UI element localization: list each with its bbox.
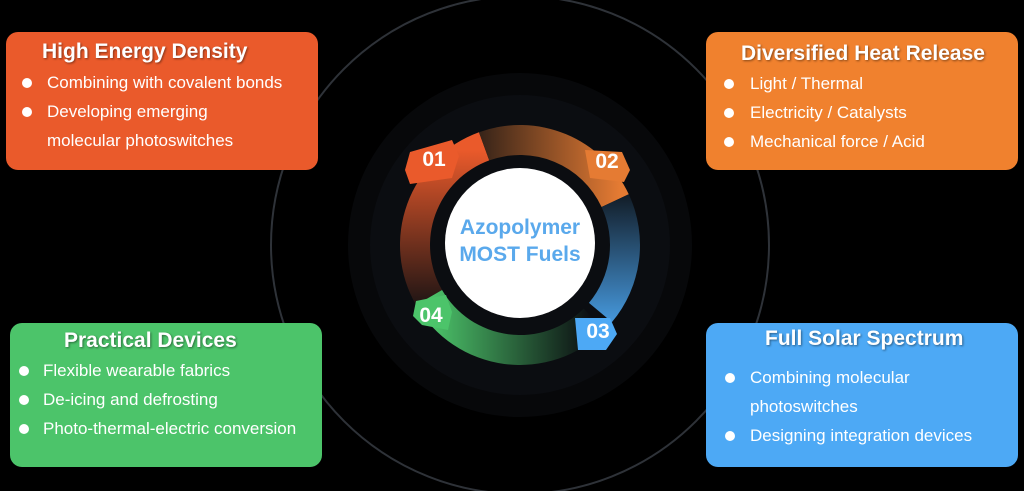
card-title: Practical Devices: [64, 329, 237, 352]
bullet-item: Combining with covalent bonds: [6, 68, 318, 97]
card-practical-devices: Practical Devices Flexible wearable fabr…: [10, 323, 322, 467]
bullet-item: Flexible wearable fabrics: [10, 356, 322, 385]
center-title-line1: Azopolymer: [460, 216, 580, 239]
bullet-item: Photo-thermal-electric conversion: [10, 414, 322, 443]
bullet-item: Mechanical force / Acid: [706, 127, 1018, 156]
bullet-continuation: photoswitches: [750, 397, 858, 416]
card-title: Diversified Heat Release: [741, 42, 985, 65]
segment-arc-02: [478, 124, 629, 207]
segment-label-03: 03: [586, 320, 609, 343]
bullet-item: Combining molecular: [706, 363, 1018, 392]
bullet-continuation: molecular photoswitches: [47, 131, 234, 150]
segment-label-02: 02: [595, 150, 618, 173]
segment-arc-03: [588, 194, 640, 323]
card-high-energy-density: High Energy Density Combining with coval…: [6, 32, 318, 170]
bullet-item: De-icing and defrosting: [10, 385, 322, 414]
card-title: Full Solar Spectrum: [765, 327, 964, 350]
card-full-solar-spectrum: Full Solar Spectrum Combining molecular …: [706, 323, 1018, 467]
bullet-item: Developing emerging: [6, 97, 318, 126]
segment-tab-03: [575, 318, 617, 350]
outer-orbit-ring: [270, 0, 770, 491]
segment-label-01: 01: [422, 148, 446, 171]
card-title: High Energy Density: [42, 40, 248, 63]
center-circle: [445, 168, 595, 318]
bullet-item: Light / Thermal: [706, 69, 1018, 98]
segment-arc-04: [416, 290, 605, 366]
center-title-line2: MOST Fuels: [459, 243, 580, 266]
segment-label-04: 04: [419, 304, 443, 327]
bullet-item: Electricity / Catalysts: [706, 98, 1018, 127]
segment-tab-04: [413, 295, 452, 330]
segment-tab-01: [405, 140, 459, 184]
bullet-item: Designing integration devices: [706, 421, 1018, 450]
segment-tab-02: [585, 150, 630, 182]
card-diversified-heat-release: Diversified Heat Release Light / Thermal…: [706, 32, 1018, 170]
